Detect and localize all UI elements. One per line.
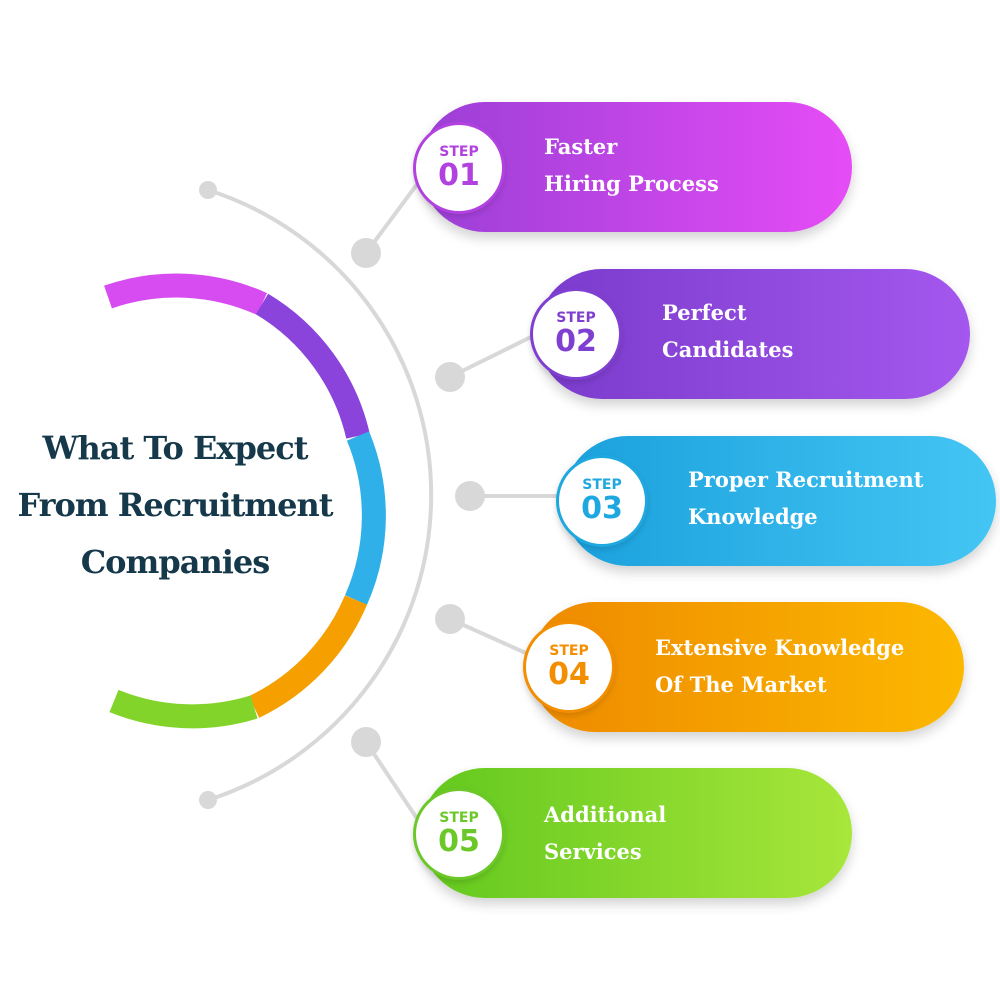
joint-dot-05 bbox=[351, 727, 381, 757]
title-line-3: Companies bbox=[80, 543, 271, 581]
ring-segment-purple bbox=[255, 293, 370, 439]
connector-line-05 bbox=[364, 740, 420, 822]
step-02-line-1: Perfect bbox=[662, 300, 747, 325]
step-02-text: Perfect Candidates bbox=[662, 294, 793, 368]
connector-line-02 bbox=[449, 333, 536, 379]
diagram-title: What To Expect From Recruitment Companie… bbox=[10, 420, 340, 591]
outer-arc bbox=[207, 188, 434, 802]
step-04-badge: STEP 04 bbox=[523, 621, 615, 713]
step-04-line-1: Extensive Knowledge bbox=[655, 635, 905, 660]
ring-segment-orange bbox=[248, 595, 368, 718]
step-02-label: STEP bbox=[556, 310, 596, 326]
step-03-line-1: Proper Recruitment bbox=[688, 467, 924, 492]
ring-segment-purple-light bbox=[104, 273, 267, 315]
step-04-text: Extensive Knowledge Of The Market bbox=[655, 629, 904, 703]
joint-dot-03 bbox=[455, 481, 485, 511]
step-04-line-2: Of The Market bbox=[655, 672, 827, 697]
step-01-badge: STEP 01 bbox=[413, 122, 505, 214]
step-04-label: STEP bbox=[549, 643, 589, 659]
ring-segment-blue bbox=[344, 431, 386, 605]
step-01-text: Faster Hiring Process bbox=[544, 128, 719, 202]
step-04-number: 04 bbox=[548, 657, 590, 692]
step-03-line-2: Knowledge bbox=[688, 504, 818, 529]
step-02-line-2: Candidates bbox=[662, 337, 794, 362]
joint-dot-01 bbox=[351, 238, 381, 268]
step-05-label: STEP bbox=[439, 810, 479, 826]
joint-dot-02 bbox=[435, 362, 465, 392]
step-02-badge: STEP 02 bbox=[530, 288, 622, 380]
step-01-number: 01 bbox=[438, 158, 480, 193]
step-05-line-1: Additional bbox=[544, 802, 667, 827]
arc-end-dot-bottom bbox=[199, 791, 217, 809]
title-line-2: From Recruitment bbox=[17, 486, 333, 524]
arc-end-dot-top bbox=[199, 181, 217, 199]
step-05-badge: STEP 05 bbox=[413, 788, 505, 880]
step-05-text: Additional Services bbox=[544, 796, 666, 870]
step-03-text: Proper Recruitment Knowledge bbox=[688, 461, 923, 535]
step-01-line-1: Faster bbox=[544, 134, 618, 159]
title-line-1: What To Expect bbox=[42, 429, 309, 467]
joint-dot-04 bbox=[435, 604, 465, 634]
step-03-label: STEP bbox=[582, 477, 622, 493]
step-01-label: STEP bbox=[439, 144, 479, 160]
ring-segment-green bbox=[109, 689, 258, 729]
step-05-number: 05 bbox=[438, 824, 480, 859]
step-02-number: 02 bbox=[555, 324, 597, 359]
step-01-line-2: Hiring Process bbox=[544, 171, 719, 196]
step-03-badge: STEP 03 bbox=[556, 455, 648, 547]
step-03-number: 03 bbox=[581, 491, 623, 526]
step-05-line-2: Services bbox=[544, 839, 642, 864]
